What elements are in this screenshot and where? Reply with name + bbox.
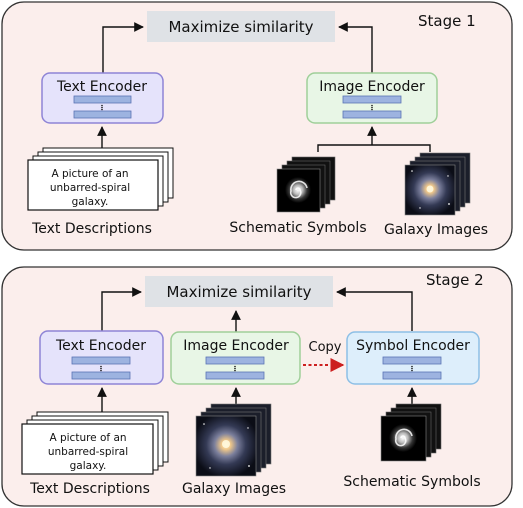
stage1-arrow-image-to-similarity: [338, 22, 373, 73]
stage1-text-descriptions-label: Text Descriptions: [31, 221, 152, 237]
stage1-image-encoder: Image Encoder: [306, 72, 438, 124]
stage2-text-descriptions-label: Text Descriptions: [29, 481, 150, 497]
stage2-text-card-stack: A picture of an unbarred-spiral galaxy.: [21, 411, 169, 475]
stage2-galaxy-image-stack: [195, 403, 272, 477]
stage1-card-line-2: unbarred-spiral: [50, 182, 130, 194]
stage2-image-encoder: Image Encoder: [170, 331, 301, 385]
stage2-similarity-label: Maximize similarity: [166, 283, 311, 301]
stage1-panel: Stage 1 Maximize similarity Text Encoder…: [1, 1, 513, 251]
stage1-fork-lines: [317, 144, 431, 152]
stage1-card-line-1: A picture of an: [51, 168, 128, 180]
stage2-label: Stage 2: [426, 271, 484, 289]
stage1-schematic-symbols-label: Schematic Symbols: [229, 220, 366, 236]
stage1-similarity-label: Maximize similarity: [168, 18, 313, 36]
stage1-arrow-text-to-similarity: [102, 22, 144, 73]
copy-label: Copy: [309, 340, 342, 355]
stage1-card-line-3: galaxy.: [72, 196, 109, 208]
stage2-card-line-2: unbarred-spiral: [48, 446, 128, 458]
stage2-arrow-symbol-to-similarity: [336, 287, 413, 331]
stage2-symbol-encoder-label: Symbol Encoder: [356, 338, 470, 354]
stage2-spiral-symbol: [389, 424, 417, 452]
stage1-text-encoder: Text Encoder: [41, 72, 164, 124]
stage1-text-card-stack: A picture of an unbarred-spiral galaxy.: [27, 147, 174, 211]
stage2-card-line-3: galaxy.: [70, 460, 107, 472]
stage1-similarity-box: [147, 11, 335, 42]
stage1-text-encoder-label: Text Encoder: [56, 79, 147, 95]
stage1-schematic-symbol-stack: [276, 156, 336, 213]
stage1-galaxy-images-label: Galaxy Images: [384, 222, 488, 238]
stage2-symbol-encoder: Symbol Encoder: [346, 331, 480, 385]
stage2-galaxy-images-label: Galaxy Images: [182, 481, 286, 497]
stage2-card-line-1: A picture of an: [49, 432, 126, 444]
stage1-galaxy-image-stack: [404, 152, 471, 216]
stage1-image-encoder-label: Image Encoder: [319, 79, 425, 95]
stage2-panel: Stage 2 Maximize similarity Text Encoder…: [1, 266, 513, 507]
stage2-schematic-symbols-label: Schematic Symbols: [343, 474, 480, 490]
stage2-schematic-symbol-stack: [380, 403, 442, 462]
stage2-arrow-text-to-similarity: [101, 287, 142, 331]
stage2-similarity-box: [145, 276, 333, 307]
stage1-label: Stage 1: [418, 12, 476, 30]
stage2-image-encoder-label: Image Encoder: [183, 338, 289, 354]
stage2-text-encoder-label: Text Encoder: [55, 338, 146, 354]
stage2-text-encoder: Text Encoder: [39, 330, 164, 385]
